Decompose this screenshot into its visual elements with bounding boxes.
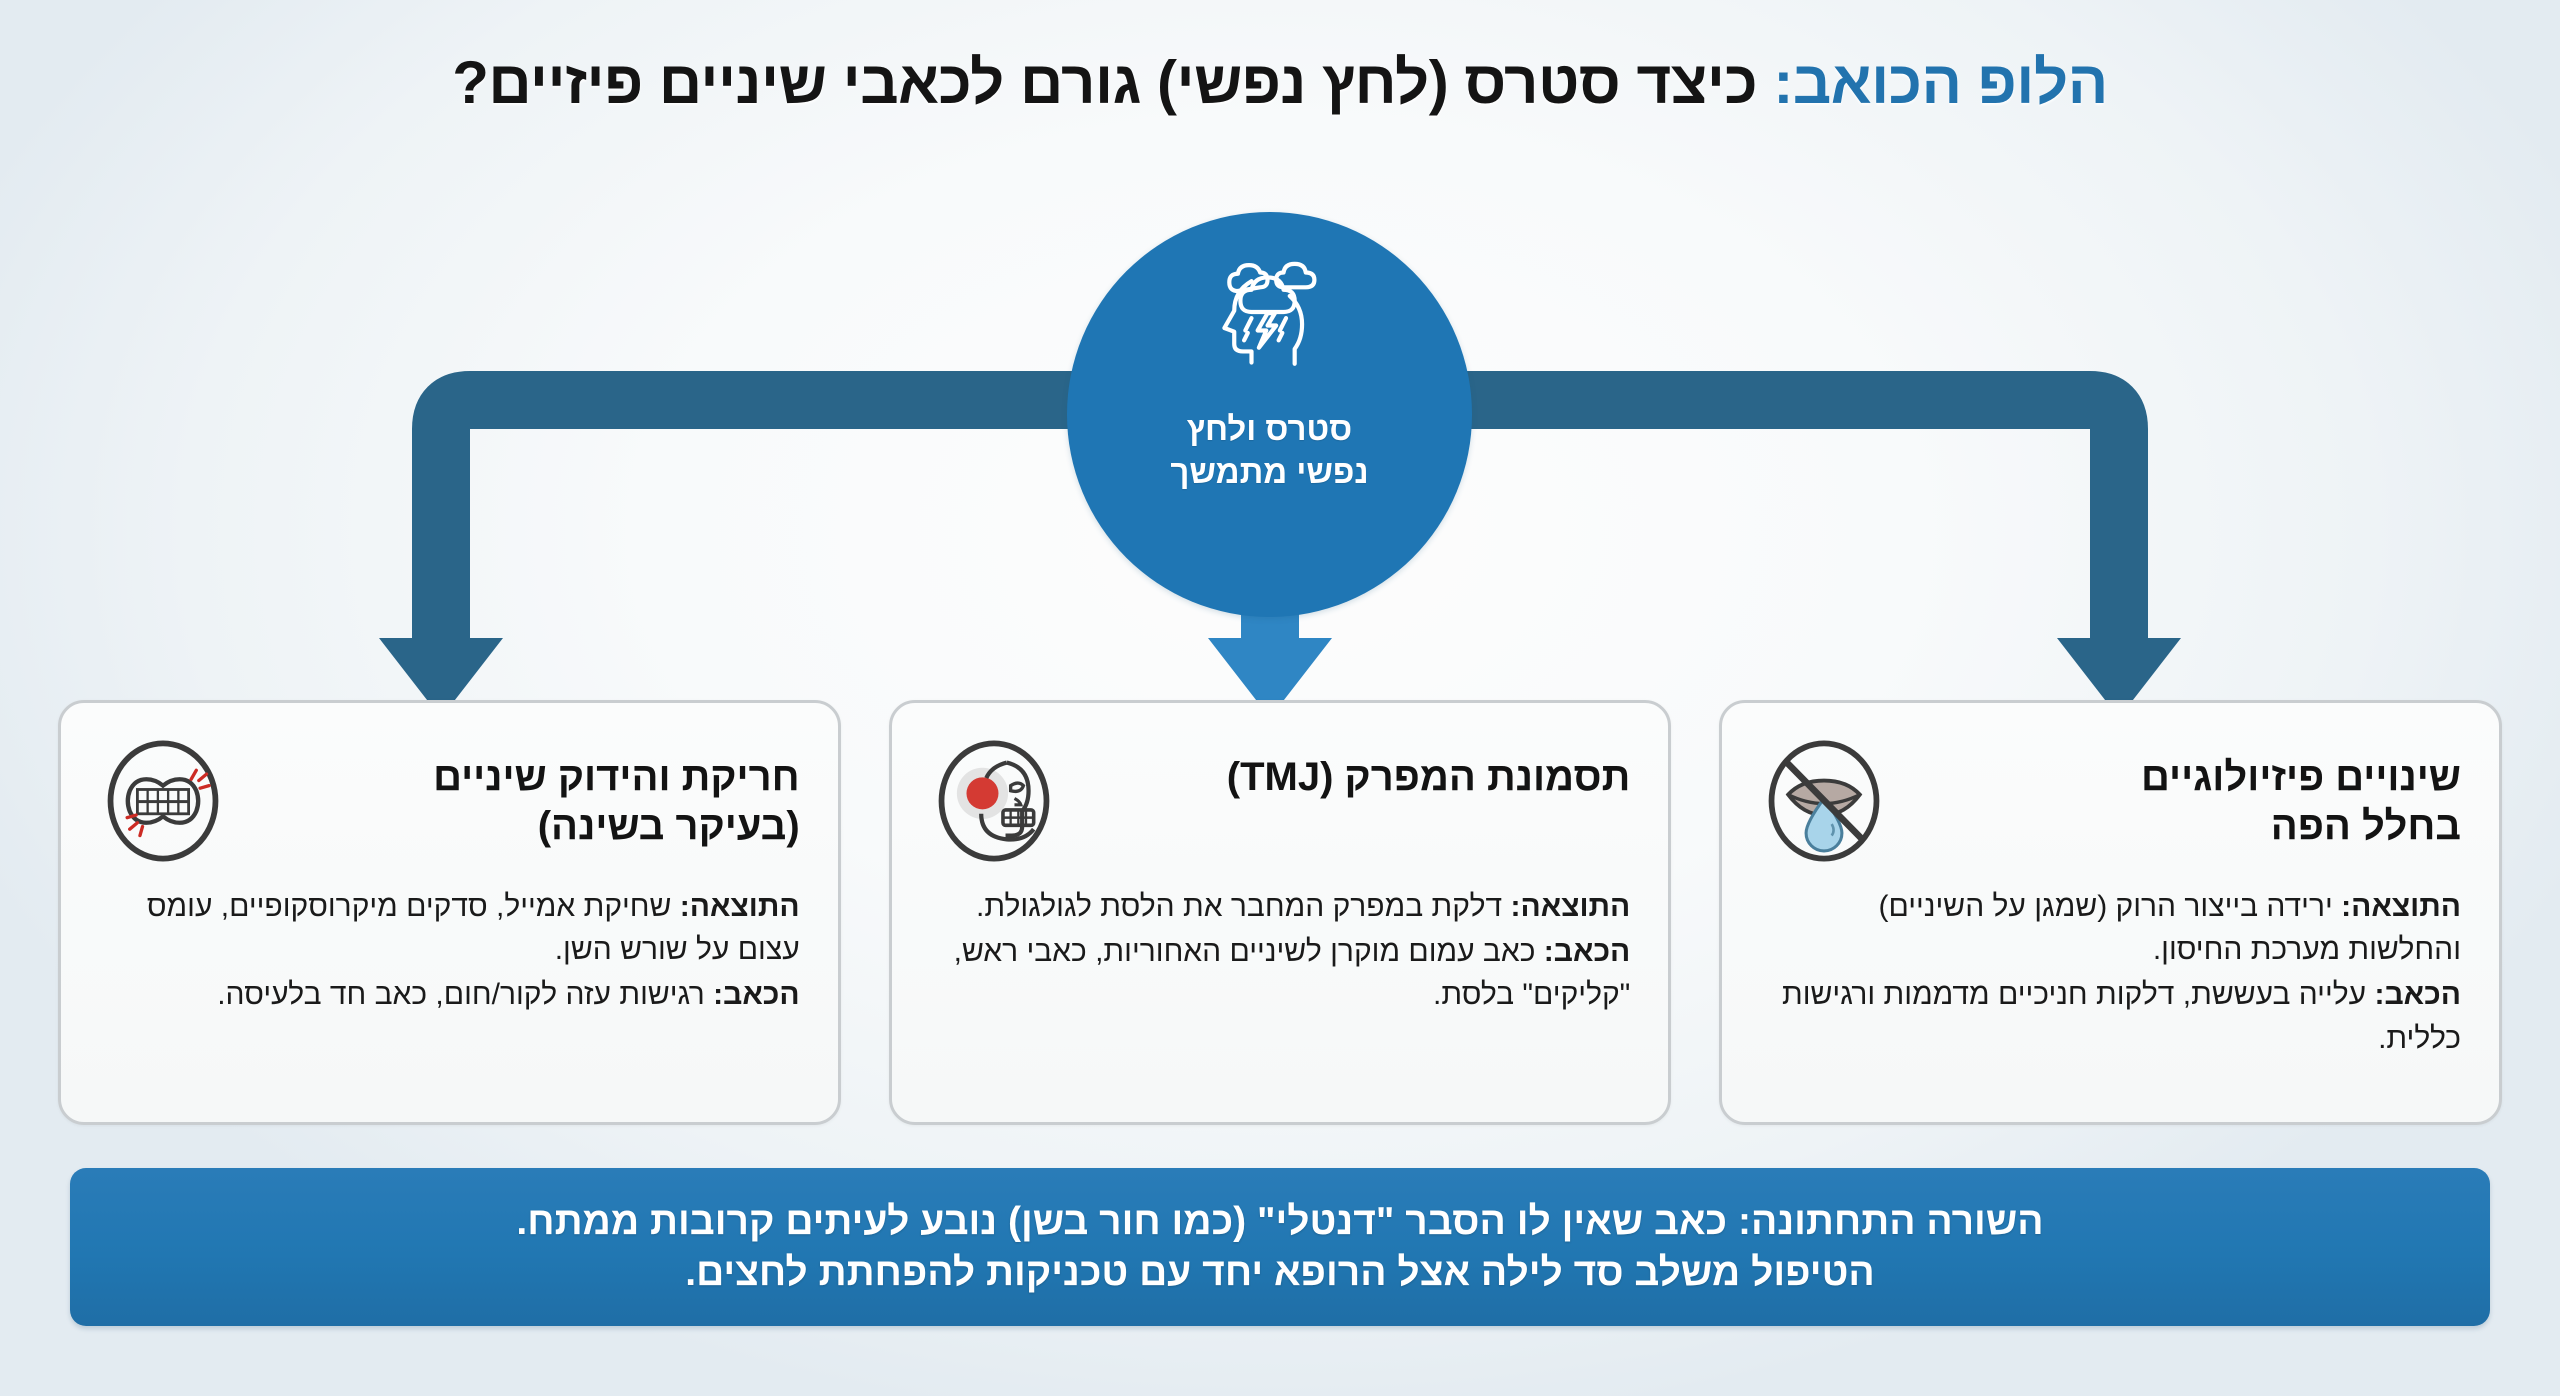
cards-row: שינויים פיזיולוגיים בחלל הפה התוצאה: ירי… [0, 700, 2560, 1125]
title-text: הלופ הכואב: כיצד סטרס (לחץ נפשי) גורם לכ… [60, 48, 2500, 117]
banner-line-2: הטיפול משלב סד לילה אצל הרופא יחד עם טכנ… [685, 1251, 1875, 1294]
card-physiological-changes: שינויים פיזיולוגיים בחלל הפה התוצאה: ירי… [1719, 700, 2502, 1125]
hub-label-line1: סטרס ולחץ [1186, 410, 1353, 447]
card-body: התוצאה: דלקת במפרק המחבר את הלסת לגולגול… [930, 885, 1631, 1017]
pain-text: כאב עמום מוקרן לשיניים האחוריות, כאבי רא… [953, 935, 1631, 1012]
card-result: התוצאה: דלקת במפרק המחבר את הלסת לגולגול… [930, 885, 1631, 928]
result-text: ירידה בייצור הרוק (שמגן על השיניים) והחל… [1878, 890, 2462, 967]
card-header: שינויים פיזיולוגיים בחלל הפה [1760, 737, 2461, 867]
card-title: תסמונת המפרק (TMJ) [1082, 737, 1631, 802]
card-title-line2: בחלל הפה [2270, 803, 2461, 848]
card-pain: הכאב: רגישות עזה לקור/חום, כאב חד בלעיסה… [99, 973, 800, 1016]
card-title-line1: תסמונת המפרק (TMJ) [1226, 755, 1631, 799]
hub-label-line2: נפשי מתמשך [1170, 452, 1369, 490]
card-teeth-grinding: חריקת והידוק שיניים (בעיקר בשינה) [57, 700, 841, 1125]
card-pain: הכאב: עלייה בעששת, דלקות חניכיים מדממות … [1760, 973, 2461, 1059]
title-accent: הלופ הכואב: [1773, 49, 2108, 116]
card-title-line1: שינויים פיזיולוגיים [2141, 755, 2461, 799]
card-body: התוצאה: שחיקת אמייל, סדקים מיקרוסקופיים,… [99, 885, 800, 1017]
pain-text: רגישות עזה לקור/חום, כאב חד בלעיסה. [217, 978, 714, 1012]
card-header: תסמונת המפרק (TMJ) [930, 737, 1631, 867]
card-pain: הכאב: כאב עמום מוקרן לשיניים האחוריות, כ… [930, 930, 1631, 1016]
result-label: התוצאה: [1510, 890, 1631, 923]
card-title-line1: חריקת והידוק שיניים [433, 755, 800, 799]
clenched-teeth-bruxism-icon [107, 740, 219, 862]
result-text: שחיקת אמייל, סדקים מיקרוסקופיים, עומס עצ… [146, 890, 800, 967]
page-title: הלופ הכואב: כיצד סטרס (לחץ נפשי) גורם לכ… [0, 48, 2560, 117]
card-title-line2: (בעיקר בשינה) [537, 803, 800, 848]
card-body: התוצאה: ירידה בייצור הרוק (שמגן על השיני… [1760, 885, 2461, 1060]
result-text: דלקת במפרק המחבר את הלסת לגולגולת. [976, 890, 1511, 923]
result-label: התוצאה: [2341, 890, 2461, 923]
pain-label: הכאב: [2374, 978, 2461, 1012]
pain-label: הכאב: [1543, 935, 1631, 969]
no-saliva-dry-mouth-icon [1768, 740, 1880, 862]
card-result: התוצאה: שחיקת אמייל, סדקים מיקרוסקופיים,… [99, 885, 800, 971]
card-tmj-syndrome: תסמונת המפרק (TMJ) [888, 700, 1672, 1125]
central-node-stress: סטרס ולחץ נפשי מתמשך [1067, 212, 1472, 617]
pain-label: הכאב: [713, 978, 800, 1012]
banner-line-1: השורה התחתונה: כאב שאין לו הסבר "דנטלי" … [516, 1199, 2044, 1243]
central-node-label: סטרס ולחץ נפשי מתמשך [1170, 408, 1368, 494]
card-result: התוצאה: ירידה בייצור הרוק (שמגן על השיני… [1760, 885, 2462, 971]
head-with-storm-cloud-icon [1221, 261, 1316, 366]
card-title: שינויים פיזיולוגיים בחלל הפה [1912, 737, 2461, 851]
bottom-line-banner: השורה התחתונה: כאב שאין לו הסבר "דנטלי" … [70, 1168, 2490, 1326]
card-title: חריקת והידוק שיניים (בעיקר בשינה) [251, 737, 800, 851]
pain-text: עלייה בעששת, דלקות חניכיים מדממות ורגישו… [1781, 978, 2461, 1055]
title-rest: כיצד סטרס (לחץ נפשי) גורם לכאבי שיניים פ… [452, 49, 1758, 116]
skull-tmj-pain-icon [938, 740, 1050, 862]
card-header: חריקת והידוק שיניים (בעיקר בשינה) [99, 737, 800, 867]
result-label: התוצאה: [679, 890, 800, 923]
